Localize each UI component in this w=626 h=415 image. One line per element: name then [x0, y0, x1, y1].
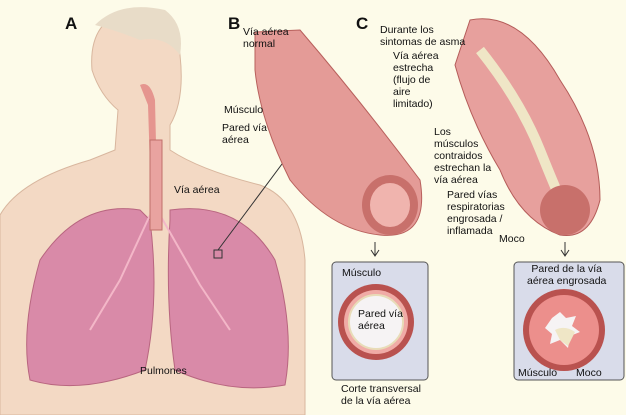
asthma-muscle-label: Músculo	[518, 367, 558, 379]
asthma-airway-tube	[454, 18, 601, 237]
trachea	[140, 84, 300, 259]
thickened-wall-label: Pared de la vía aérea engrosada	[527, 263, 607, 287]
contracted-muscles-label: Los músculos contraidos estrechan la vía…	[434, 126, 492, 186]
cross-muscle-label: Músculo	[342, 267, 382, 279]
panel-c-letter: C	[356, 14, 369, 33]
asthma-title: Durante los sintomas de asma	[380, 24, 466, 48]
cross-wall-label: Pared vía aérea	[358, 308, 403, 332]
panel-a-letter: A	[65, 14, 78, 33]
muscle-label: Músculo	[224, 104, 264, 116]
airway-label: Vía aérea	[174, 184, 220, 196]
inflamed-wall-label: Pared vías respiratorias engrosada / inf…	[447, 189, 505, 237]
normal-airway-tube	[254, 29, 423, 236]
lungs	[26, 208, 289, 389]
normal-cross-section	[331, 242, 429, 381]
panel-b-letter: B	[228, 14, 241, 33]
cross-section-caption: Corte transversal de la vía aérea	[341, 383, 421, 407]
asthma-mucus-label: Moco	[576, 367, 602, 379]
narrow-airway-label: Vía aérea estrecha (flujo de aire limita…	[393, 50, 439, 110]
lungs-label: Pulmones	[140, 365, 187, 377]
mucus-label: Moco	[499, 233, 525, 245]
airway-wall-label: Pared vía aérea	[222, 122, 267, 146]
asthma-cross-section	[513, 242, 625, 381]
normal-airway-title: Vía aérea normal	[243, 26, 289, 50]
